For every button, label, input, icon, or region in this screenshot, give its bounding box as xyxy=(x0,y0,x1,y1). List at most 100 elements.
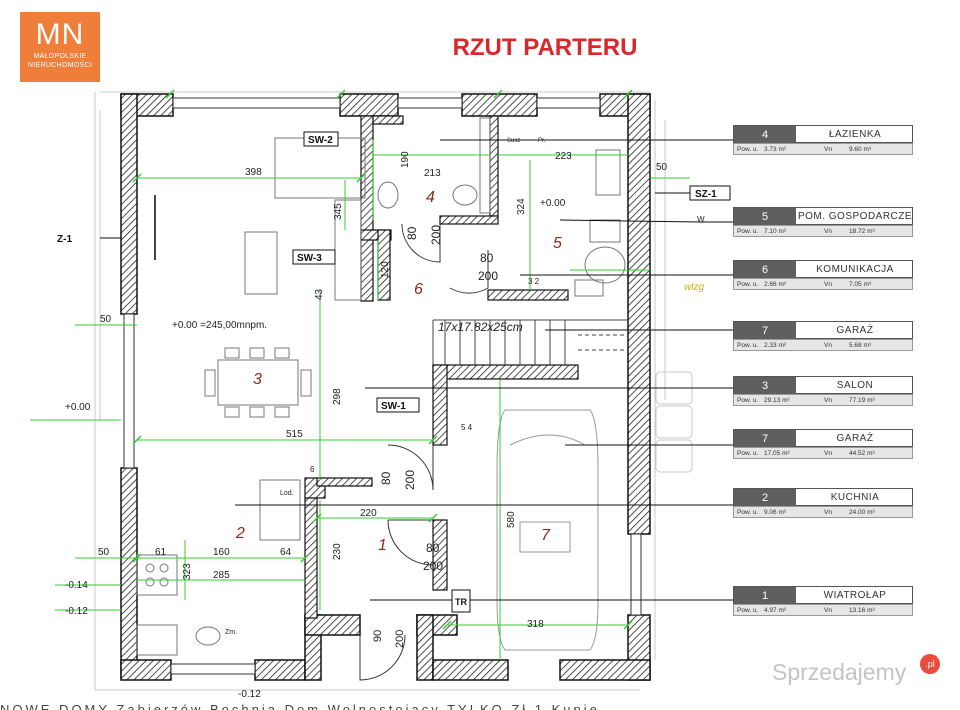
dim-580: 580 xyxy=(506,511,517,528)
windows xyxy=(123,97,642,675)
room-entry-name: POM. GOSPODARCZE xyxy=(797,211,913,222)
dim-200c: 200 xyxy=(403,470,417,490)
note-pr: Pr. xyxy=(538,138,546,144)
note-wlzg: wlzg xyxy=(684,282,704,293)
room-entry-vn: 24.00 m³ xyxy=(849,509,875,516)
dim-5-4: 5 4 xyxy=(461,423,473,432)
room-numbers: 4 5 6 3 2 1 7 xyxy=(235,189,562,554)
note-lod: Lod. xyxy=(280,490,294,497)
note-susz: Susz xyxy=(507,138,520,144)
room-entry-name: KUCHNIA xyxy=(830,492,880,503)
dim-200d: 200 xyxy=(423,559,443,573)
wall-tags: SW-2 SW-3 SW-1 SZ-1 Z-1 TR xyxy=(57,131,731,613)
cropped-caption: NOWE DOMY Zabierzów Bochnia Dom Wolnosto… xyxy=(0,702,600,710)
dim-324: 324 xyxy=(516,198,527,215)
room-number-3: 3 xyxy=(253,371,262,388)
dim-61: 61 xyxy=(155,547,167,558)
room-entry-vn: 9.60 m³ xyxy=(849,146,872,153)
room-number-6: 6 xyxy=(414,281,423,298)
room-entry-number: 3 xyxy=(734,377,796,395)
note-m012b: -0.12 xyxy=(238,689,261,700)
room-entry: 7 GARAŻ Pow. u. 17.05 m² Vn 44.52 m³ xyxy=(733,429,913,460)
room-entry-pow-label: Pow. u. xyxy=(737,607,759,614)
dim-318: 318 xyxy=(527,619,544,630)
dimension-lines xyxy=(30,140,690,660)
dimension-labels: 398 190 213 223 50 324 345 120 80 200 80… xyxy=(98,151,668,648)
logo-line-1: MAŁOPOLSKIE xyxy=(33,53,87,60)
watermark-badge: .pl xyxy=(920,654,940,674)
room-entry-pow-label: Pow. u. xyxy=(737,509,759,516)
note-m012a: -0.12 xyxy=(65,606,88,617)
dim-50c: 50 xyxy=(98,547,110,558)
room-entry-pow-label: Pow. u. xyxy=(737,397,759,404)
room-entry-vn: 44.52 m³ xyxy=(849,450,875,457)
doors xyxy=(359,223,489,681)
tag-z1: Z-1 xyxy=(57,234,72,245)
dim-298: 298 xyxy=(332,388,343,405)
room-entry: 4 ŁAZIENKA Pow. u. 3.73 m² Vn 9.60 m³ xyxy=(733,125,913,156)
dim-43: 43 xyxy=(314,288,325,300)
room-entry-number: 7 xyxy=(734,322,796,340)
room-entry-pow-label: Pow. u. xyxy=(737,342,759,349)
note-level-left: +0.00 xyxy=(65,402,91,413)
note-level-main: +0.00 =245,00mnpm. xyxy=(172,320,267,331)
dim-160: 160 xyxy=(213,547,230,558)
logo-letters: MN xyxy=(35,18,85,51)
watermark-text: Sprzedajemy xyxy=(772,659,907,685)
tag-sw2: SW-2 xyxy=(308,135,333,146)
tag-sw1: SW-1 xyxy=(381,401,406,412)
room-entry-vn-label: Vn xyxy=(824,281,832,288)
note-stairs: 17x17.82x25cm xyxy=(438,320,523,334)
company-logo: MN MAŁOPOLSKIE NIERUCHOMOŚCI xyxy=(20,12,100,82)
room-entry-name: ŁAZIENKA xyxy=(828,129,882,140)
interior-walls xyxy=(304,115,579,619)
room-entry-pow: 4.97 m² xyxy=(764,607,787,614)
room-entry-pow: 7.10 m² xyxy=(764,228,787,235)
dim-200e: 200 xyxy=(394,630,406,648)
dim-230: 230 xyxy=(332,543,343,560)
room-entry-vn: 18.72 m³ xyxy=(849,228,875,235)
plan-title: RZUT PARTERU xyxy=(452,34,638,61)
room-entry-pow: 17.05 m² xyxy=(764,450,790,457)
dim-323: 323 xyxy=(182,563,193,580)
dim-80b: 80 xyxy=(480,251,494,265)
dim-80d: 80 xyxy=(426,541,440,555)
dim-200b: 200 xyxy=(478,269,498,283)
exterior-walls xyxy=(120,93,651,681)
dim-285: 285 xyxy=(213,570,230,581)
room-entry-pow-label: Pow. u. xyxy=(737,450,759,457)
room-entry-name: GARAŻ xyxy=(836,433,874,444)
dim-50b: 50 xyxy=(100,314,112,325)
room-number-1: 1 xyxy=(378,537,387,554)
tag-sw3: SW-3 xyxy=(297,253,322,264)
room-entry-pow-label: Pow. u. xyxy=(737,228,759,235)
room-entry-number: 4 xyxy=(734,126,796,144)
room-entry: 5 POM. GOSPODARCZE Pow. u. 7.10 m² Vn 18… xyxy=(733,207,913,238)
room-entry-pow: 2.66 m² xyxy=(764,281,787,288)
note-w: W xyxy=(697,215,705,224)
room-entry-pow: 3.73 m² xyxy=(764,146,787,153)
dim-398: 398 xyxy=(245,167,262,178)
room-entry-number: 1 xyxy=(734,587,796,605)
dim-90: 90 xyxy=(372,630,384,642)
room-number-7: 7 xyxy=(541,527,551,544)
note-level-0: +0.00 xyxy=(540,198,566,209)
plan-notes: +0.00 +0.00 =245,00mnpm. +0.00 -0.14 -0.… xyxy=(65,138,705,700)
dim-345: 345 xyxy=(333,203,344,220)
room-entry-vn-label: Vn xyxy=(824,397,832,404)
room-entry-vn-label: Vn xyxy=(824,509,832,516)
dim-120: 120 xyxy=(380,261,391,278)
room-entry-name: GARAŻ xyxy=(836,325,874,336)
room-entry-vn: 7.05 m³ xyxy=(849,281,872,288)
tag-tr: TR xyxy=(455,597,467,607)
dim-80a: 80 xyxy=(405,226,419,240)
room-entry: 2 KUCHNIA Pow. u. 9.06 m² Vn 24.00 m³ xyxy=(733,488,913,519)
room-number-4: 4 xyxy=(426,189,435,206)
room-entry-vn-label: Vn xyxy=(824,450,832,457)
room-number-2: 2 xyxy=(235,525,245,542)
room-entry: 7 GARAŻ Pow. u. 2.33 m² Vn 5.68 m³ xyxy=(733,321,913,352)
dim-213: 213 xyxy=(424,168,441,179)
staircase xyxy=(432,319,628,365)
note-zm: Zm. xyxy=(225,629,237,636)
